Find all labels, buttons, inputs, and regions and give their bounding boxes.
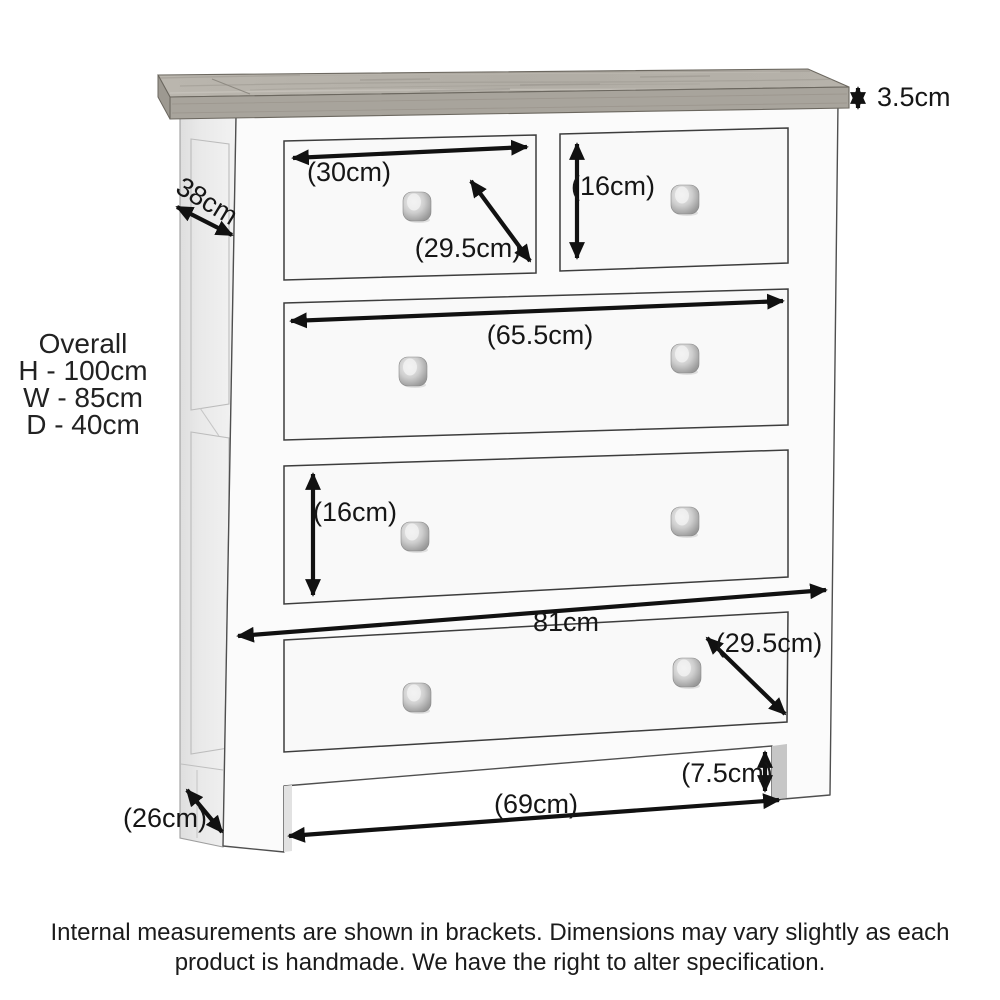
arrow-middle-width <box>289 293 785 329</box>
drawer-knob <box>402 682 432 714</box>
label-top-left-diagonal: (29.5cm) <box>415 233 522 263</box>
footer-note: Internal measurements are shown in brack… <box>50 919 949 976</box>
drawer-knob <box>670 343 700 375</box>
label-plinth-span: (69cm) <box>494 789 578 819</box>
label-foot-depth: (26cm) <box>123 803 207 833</box>
label-top-right-height: (16cm) <box>571 171 655 201</box>
label-top-thickness: 3.5cm <box>877 82 951 112</box>
label-top-left-width: (30cm) <box>307 157 391 187</box>
dimension-arrows <box>175 86 866 843</box>
wood-edge-grain <box>171 93 848 114</box>
label-lower-height: (16cm) <box>313 497 397 527</box>
arrow-foot-depth <box>185 788 224 834</box>
arrow-overall-width <box>236 583 828 643</box>
side-panel-rail-line <box>180 763 224 771</box>
drawer-knob <box>670 506 700 538</box>
drawer-third <box>283 449 789 605</box>
arrow-top-left-width <box>291 139 529 166</box>
overall-dimensions: Overall H - 100cm W - 85cm D - 40cm <box>18 328 147 440</box>
knobs <box>398 184 702 714</box>
left-foot-inner-shade <box>284 785 292 852</box>
drawers <box>283 127 789 753</box>
label-overall-width: 81cm <box>533 607 599 637</box>
drawer-knob <box>398 356 428 388</box>
footer-line-1: Internal measurements are shown in brack… <box>50 919 949 946</box>
arrow-top-left-diagonal <box>469 179 532 263</box>
label-middle-width: (65.5cm) <box>487 320 594 350</box>
right-foot-inner-shade <box>772 744 787 800</box>
arrow-bottom-diagonal <box>705 636 787 716</box>
wood-top <box>157 68 850 120</box>
side-panel-bevel-line <box>199 407 220 437</box>
drawer-knob <box>400 521 430 553</box>
overall-width: W - 85cm <box>23 382 143 413</box>
overall-height: H - 100cm <box>18 355 147 386</box>
drawer-knob <box>670 184 700 216</box>
side-panel <box>179 113 237 848</box>
side-panel-upper-inset <box>190 138 230 411</box>
arrow-plinth-span <box>287 793 781 843</box>
footer-line-2: product is handmade. We have the right t… <box>175 949 826 976</box>
label-plinth-height: (7.5cm) <box>681 758 773 788</box>
drawer-knob <box>402 191 432 223</box>
arrow-depth <box>175 205 234 237</box>
breadboard-joint-line <box>211 78 251 95</box>
overall-title: Overall <box>39 328 128 359</box>
drawer-knob <box>672 657 702 689</box>
label-bottom-diagonal: (29.5cm) <box>716 628 823 658</box>
overall-depth: D - 40cm <box>26 409 140 440</box>
wood-top-left-end <box>157 74 171 120</box>
